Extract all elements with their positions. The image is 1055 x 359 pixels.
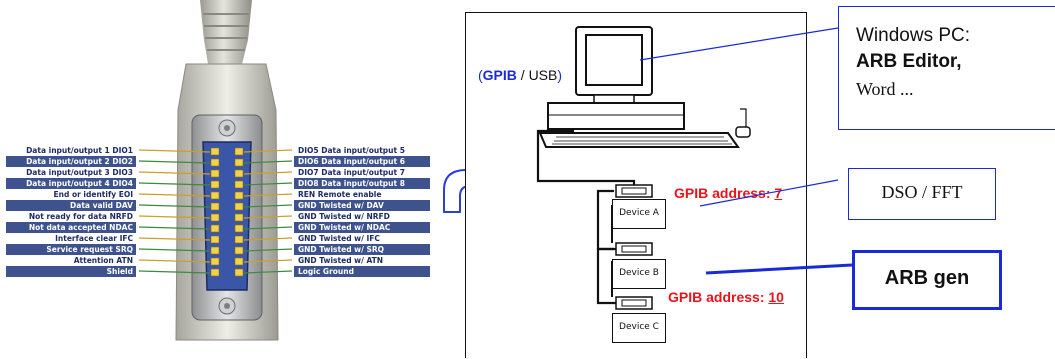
right-pin-label: DIO8 Data input/output 8 <box>294 178 430 189</box>
interface-label: (GPIB / USB) <box>478 67 562 83</box>
left-pin-label: Data input/output 2 DIO2 <box>6 156 136 167</box>
device-a-label: Device A <box>619 208 659 218</box>
gpib-system-frame: (GPIB / USB) Device A Device B Device C … <box>465 12 807 358</box>
device-c-label: Device C <box>619 322 659 332</box>
device-b-box: Device B <box>612 259 666 289</box>
interface-gpib: GPIB <box>482 67 517 83</box>
right-pin-label: GND Twisted w/ NDAC <box>294 222 430 233</box>
left-pin-label: Data input/output 4 DIO4 <box>6 178 136 189</box>
interface-usb: / USB <box>516 67 558 83</box>
interface-open-paren: ( <box>478 67 483 83</box>
device-c-box: Device C <box>612 313 666 343</box>
left-pin-label: Attention ATN <box>6 255 136 266</box>
pc-callout-line1: Windows PC: <box>856 25 971 46</box>
left-pin-label: End or identify EOI <box>6 189 136 200</box>
connector-drawing <box>138 0 293 341</box>
dso-fft-label: DSO / FFT <box>881 182 963 202</box>
left-pin-label: Shield <box>6 266 136 277</box>
right-pin-label: DIO7 Data input/output 7 <box>294 167 430 178</box>
gpib-address-b: GPIB address: 10 <box>668 289 784 305</box>
right-pin-label: GND Twisted w/ IFC <box>294 233 430 244</box>
left-pin-label: Interface clear IFC <box>6 233 136 244</box>
arb-gen-callout: ARB gen <box>852 250 1002 310</box>
right-pin-label: REN Remote enable <box>294 189 430 200</box>
windows-pc-callout: Windows PC: ARB Editor, Word ... <box>838 6 1055 130</box>
gpib-connector-figure: Data input/output 1 DIO1 Data input/outp… <box>0 0 440 358</box>
right-pin-label: GND Twisted w/ ATN <box>294 255 430 266</box>
system-drawing <box>536 26 751 310</box>
left-pin-label: Not data accepted NDAC <box>6 222 136 233</box>
dso-fft-callout: DSO / FFT <box>848 168 996 220</box>
right-pin-label: GND Twisted w/ DAV <box>294 200 430 211</box>
arb-gen-label: ARB gen <box>884 267 970 289</box>
left-pin-label: Data valid DAV <box>6 200 136 211</box>
left-pin-label: Data input/output 1 DIO1 <box>6 145 136 156</box>
device-a-box: Device A <box>612 199 666 229</box>
device-b-label: Device B <box>619 268 659 278</box>
right-pin-label: GND Twisted w/ NRFD <box>294 211 430 222</box>
interface-close-paren: ) <box>557 67 563 83</box>
pc-callout-line3: Word ... <box>856 79 914 99</box>
right-pin-label: DIO6 Data input/output 6 <box>294 156 430 167</box>
right-pin-label: Logic Ground <box>294 266 430 277</box>
right-pin-label: GND Twisted w/ SRQ <box>294 244 430 255</box>
left-pin-label: Service request SRQ <box>6 244 136 255</box>
pc-callout-line2: ARB Editor, <box>856 51 962 72</box>
right-pin-label: DIO5 Data input/output 5 <box>294 145 430 156</box>
left-pin-label: Not ready for data NRFD <box>6 211 136 222</box>
left-pin-label: Data input/output 3 DIO3 <box>6 167 136 178</box>
